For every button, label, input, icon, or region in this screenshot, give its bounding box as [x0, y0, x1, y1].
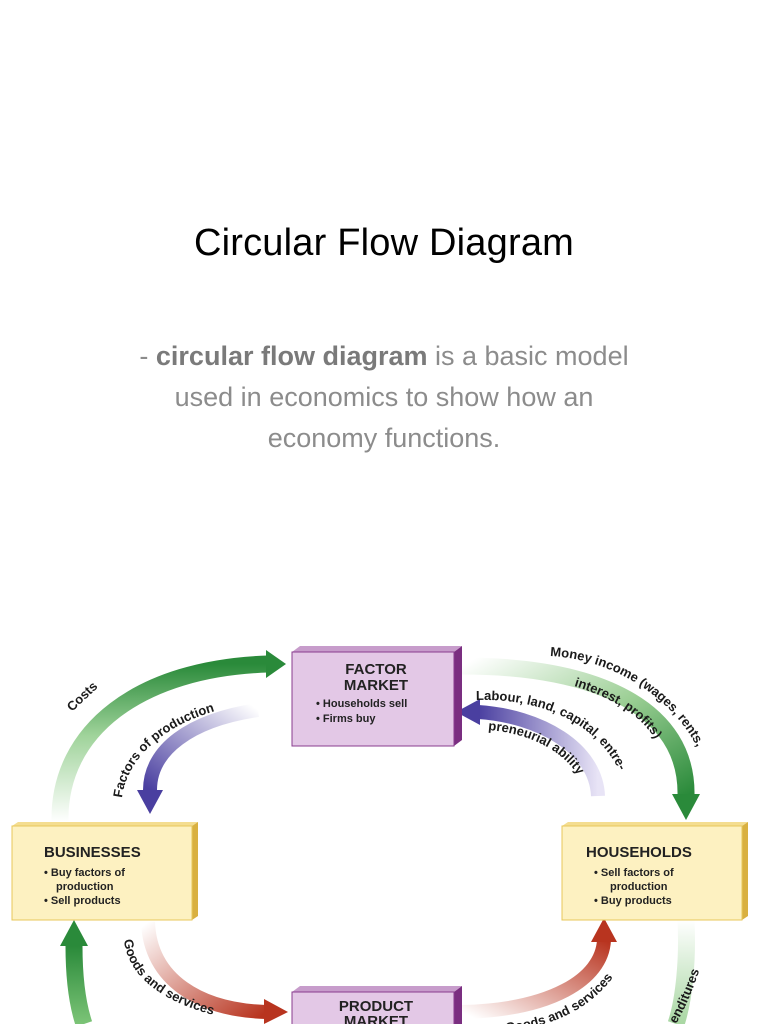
revenue-flow-arrow	[65, 945, 93, 1024]
costs-flow-arrow	[51, 655, 269, 823]
factors-arrowhead	[137, 790, 163, 814]
goods-right-flow-arrow	[461, 939, 611, 1019]
goods-left-flow-arrow	[141, 921, 267, 1019]
businesses-title: BUSINESSES	[44, 844, 141, 861]
factor-market-box: FACTOR MARKET • Households sell • Firms …	[291, 646, 462, 747]
expenditures-flow-arrow	[667, 919, 696, 1024]
households-item-1b: production	[610, 881, 668, 893]
money-income-arrowhead	[672, 794, 700, 820]
factor-market-title-1: FACTOR	[345, 661, 407, 678]
households-box: HOUSEHOLDS • Sell factors of production …	[561, 822, 748, 921]
labour-arrowhead	[456, 699, 480, 725]
goods-left-arrowhead	[264, 999, 288, 1024]
households-item-1: • Sell factors of	[594, 867, 674, 879]
goods-right-arrowhead	[591, 918, 617, 942]
product-market-title-1: PRODUCT	[339, 998, 413, 1015]
factor-market-title-2: MARKET	[344, 677, 408, 694]
factors-flow-arrow	[143, 703, 260, 791]
factor-market-item-1: • Households sell	[316, 698, 407, 710]
slide-subtitle: - circular flow diagram is a basic model…	[120, 336, 648, 459]
businesses-item-1: • Buy factors of	[44, 867, 125, 879]
businesses-box: BUSINESSES • Buy factors of production •…	[11, 822, 198, 921]
businesses-item-1b: production	[56, 881, 114, 893]
households-title: HOUSEHOLDS	[586, 844, 692, 861]
factor-market-item-2: • Firms buy	[316, 713, 376, 725]
costs-label: Costs	[64, 678, 101, 714]
businesses-item-2: • Sell products	[44, 895, 121, 907]
slide-title: Circular Flow Diagram	[193, 222, 575, 264]
circular-flow-diagram: FACTOR MARKET • Households sell • Firms …	[11, 644, 748, 1024]
revenue-arrowhead	[60, 920, 88, 946]
product-market-title-2: MARKET	[344, 1013, 408, 1024]
costs-arrowhead	[266, 650, 286, 678]
subtitle-definition: is a basic model used in economics to sh…	[174, 341, 629, 453]
costs-label-text: Costs	[64, 678, 101, 714]
labour-flow-arrow	[477, 705, 605, 797]
subtitle-prefix: -	[139, 341, 156, 371]
households-item-2: • Buy products	[594, 895, 672, 907]
money-income-flow-arrow	[461, 657, 695, 797]
product-market-box: PRODUCT MARKET	[291, 986, 462, 1024]
subtitle-bold-term: circular flow diagram	[155, 341, 428, 371]
